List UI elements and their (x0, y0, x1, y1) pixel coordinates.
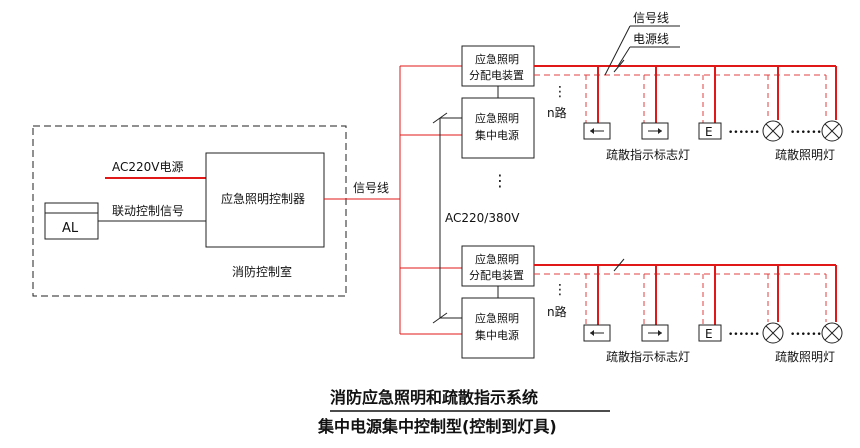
ac220-source-label: AC220V电源 (112, 160, 184, 174)
signal-drops-bottom (585, 274, 827, 325)
bus-tick-top (613, 59, 625, 73)
fire-control-room-label: 消防控制室 (232, 264, 292, 279)
evac-light-fixture (762, 322, 784, 344)
ac-mains-tick-bottom (432, 312, 448, 324)
n-circuits-bottom: n路 (547, 304, 567, 319)
emergency-lamp-e: E (698, 122, 722, 140)
ac-mains-label: AC220/380V (445, 211, 520, 225)
exit-sign-lamp (641, 122, 669, 140)
controller-label: 应急照明控制器 (221, 191, 305, 206)
n-circuits-top: n路 (547, 105, 567, 120)
ac-mains-tick-top (432, 112, 448, 124)
exit-sign-label-top: 疏散指示标志灯 (606, 147, 690, 162)
central-ps-top-line1: 应急照明 (475, 111, 519, 125)
bus-tick-bottom (613, 258, 625, 272)
fire-control-room-boundary (32, 125, 347, 297)
title-line2: 集中电源集中控制型(控制到灯具) (317, 417, 557, 436)
central-ps-bottom-line1: 应急照明 (475, 311, 519, 325)
vertical-ellipsis-bottom: ⋮ (553, 282, 567, 298)
dist-box-top-line1: 应急照明 (475, 52, 519, 66)
al-box (44, 202, 99, 240)
evac-light-fixture (762, 120, 784, 142)
dist-box-bottom-line1: 应急照明 (475, 252, 519, 266)
signal-branches (400, 65, 462, 335)
exit-sign-lamp (583, 122, 611, 140)
controller-box (205, 152, 325, 248)
exit-sign-lamp (583, 324, 611, 342)
exit-sign-lamp (641, 324, 669, 342)
title-line1: 消防应急照明和疏散指示系统 (330, 388, 538, 407)
evac-light-label-bottom: 疏散照明灯 (775, 349, 835, 364)
evac-light-fixture (821, 322, 843, 344)
horizontal-ellipsis-bottom: •••••• (728, 330, 760, 340)
dist-box-top (461, 45, 535, 87)
horizontal-ellipsis-top-2: •••••• (790, 128, 822, 138)
evac-light-fixture (821, 120, 843, 142)
central-ps-top (461, 97, 535, 159)
emergency-lamp-e: E (698, 324, 722, 342)
svg-text:E: E (705, 125, 713, 139)
svg-text:E: E (705, 327, 713, 341)
dist-box-top-line2: 分配电装置 (469, 69, 524, 82)
power-line-legend: 电源线 (633, 32, 669, 46)
dist-box-bottom (461, 245, 535, 287)
central-ps-bottom (461, 297, 535, 359)
vertical-ellipsis-middle: ⋮ (492, 171, 508, 190)
signal-drops-top (585, 75, 827, 123)
central-ps-bottom-line2: 集中电源 (475, 328, 519, 342)
horizontal-ellipsis-top: •••••• (728, 128, 760, 138)
power-drops-top (597, 66, 837, 123)
al-box-label: AL (62, 221, 79, 236)
central-ps-top-line2: 集中电源 (475, 128, 519, 142)
vertical-ellipsis-top: ⋮ (553, 84, 567, 100)
exit-sign-label-bottom: 疏散指示标志灯 (606, 349, 690, 364)
power-drops-bottom (597, 265, 837, 325)
evac-light-label-top: 疏散照明灯 (775, 147, 835, 162)
dist-box-bottom-line2: 分配电装置 (469, 269, 524, 282)
horizontal-ellipsis-bottom-2: •••••• (790, 330, 822, 340)
signal-line-legend: 信号线 (633, 11, 669, 25)
signal-legend-leader (604, 25, 631, 76)
signal-line-label: 信号线 (353, 181, 389, 195)
power-legend-leader (617, 46, 631, 67)
linkage-signal-label: 联动控制信号 (112, 204, 184, 218)
